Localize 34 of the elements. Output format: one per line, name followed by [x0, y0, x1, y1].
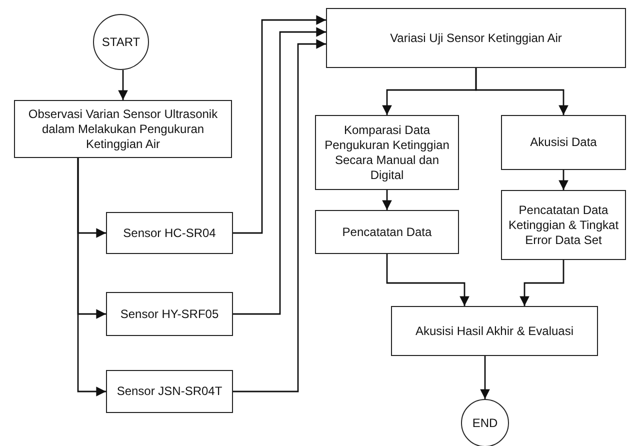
process-box — [14, 100, 232, 158]
node-label: START — [102, 34, 140, 50]
node-label: Pencatatan Data Ketinggian & Tingkat Error Data Set — [507, 202, 620, 248]
arrow — [475, 68, 568, 115]
process-box — [315, 115, 459, 190]
process-box — [106, 212, 233, 254]
node-label: Sensor JSN-SR04T — [116, 384, 222, 399]
process-box — [391, 306, 598, 356]
process-box — [501, 115, 626, 170]
process-box — [106, 370, 233, 413]
arrow — [558, 170, 568, 190]
process-box — [106, 292, 233, 336]
arrow — [233, 27, 326, 315]
end-terminal — [461, 399, 509, 446]
node-label: Akusisi Data — [530, 135, 597, 150]
process-box — [326, 8, 626, 68]
node-label: Sensor HY-SRF05 — [120, 306, 219, 322]
node-label: Komparasi Data Pengukuran Ketinggian Secara Manual dan Digital — [324, 122, 450, 182]
arrow — [386, 254, 470, 306]
node-label: Variasi Uji Sensor Ketinggian Air — [390, 30, 562, 46]
node-label: Pencatatan Data — [342, 224, 432, 240]
arrow — [520, 260, 564, 306]
process-box — [501, 190, 626, 260]
arrow — [118, 70, 128, 100]
node-label: Sensor HC-SR04 — [123, 226, 216, 240]
arrow — [233, 15, 326, 234]
arrow — [382, 190, 392, 210]
node-label: END — [472, 416, 498, 430]
node-label: Observasi Varian Sensor Ultrasonik dalam Melakukan Pengukuran Ketinggian Air — [27, 106, 219, 152]
process-box — [315, 210, 459, 254]
arrow — [77, 158, 106, 396]
arrow — [480, 356, 490, 399]
arrow — [233, 39, 326, 392]
node-label: Akusisi Hasil Akhir & Evaluasi — [415, 324, 574, 338]
